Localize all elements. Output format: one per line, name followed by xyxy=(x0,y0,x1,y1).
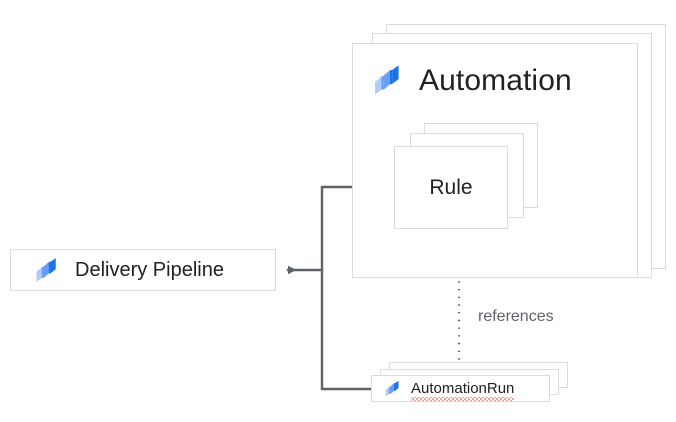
cloud-deploy-icon xyxy=(34,257,61,284)
automationrun-card[interactable]: AutomationRun xyxy=(371,375,550,402)
cloud-deploy-icon xyxy=(372,64,405,97)
rule-card[interactable] xyxy=(394,146,508,229)
automationrun-label: AutomationRun xyxy=(411,380,515,401)
edge-label-references: references xyxy=(478,308,554,325)
automation-title: Automation xyxy=(419,63,572,97)
delivery-pipeline-label: Delivery Pipeline xyxy=(75,258,224,281)
cloud-deploy-icon xyxy=(384,380,402,398)
edge-automationrun-to-delivery-pipeline xyxy=(320,268,373,391)
automation-header: Automation xyxy=(372,64,572,97)
rule-label: Rule xyxy=(429,175,473,199)
delivery-pipeline-card[interactable]: Delivery Pipeline xyxy=(10,249,276,291)
